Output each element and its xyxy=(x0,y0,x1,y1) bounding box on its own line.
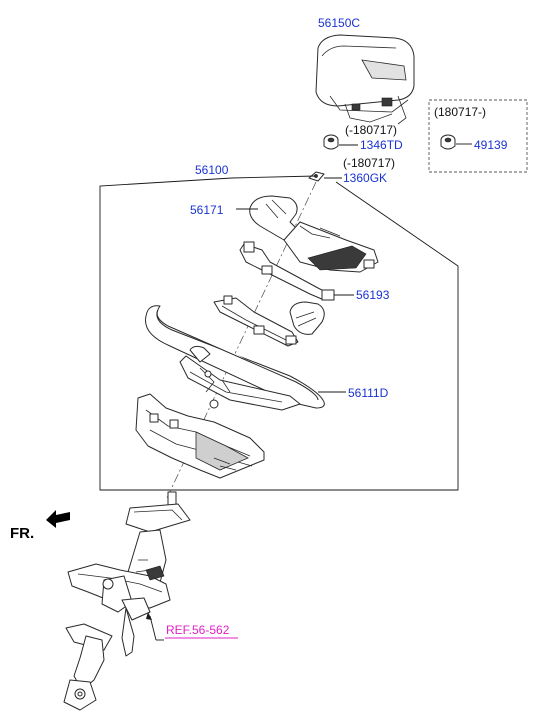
label-steering-wheel-assy[interactable]: 56100 xyxy=(195,163,229,177)
front-direction-label: FR. xyxy=(10,525,34,542)
bracket-drawing[interactable] xyxy=(213,289,335,347)
front-arrow-icon xyxy=(46,510,70,528)
nut-49139-drawing[interactable] xyxy=(440,134,456,150)
label-nut-49139[interactable]: 49139 xyxy=(474,138,508,152)
label-airbag-module[interactable]: 56150C xyxy=(318,16,360,30)
airbag-module-drawing[interactable] xyxy=(315,34,415,125)
label-steering-wheel-body[interactable]: 56111D xyxy=(348,386,389,400)
column-cover-drawing[interactable] xyxy=(135,393,265,479)
note-date-49139: (180717-) xyxy=(434,105,486,119)
steering-wheel-drawing[interactable] xyxy=(145,305,325,411)
label-bracket[interactable]: 56193 xyxy=(356,288,390,302)
note-date-1346td: (-180717) xyxy=(345,123,397,137)
assembly-outline xyxy=(99,177,459,491)
steering-column-drawing[interactable] xyxy=(63,491,191,711)
note-date-1360gk: (-180717) xyxy=(343,156,395,170)
leader-ref-arrow xyxy=(149,615,157,641)
label-reference[interactable]: REF.56-562 xyxy=(166,623,230,637)
remote-cover-drawing[interactable] xyxy=(239,195,379,301)
label-remote-cover[interactable]: 56171 xyxy=(190,203,224,217)
nut-1346td-drawing[interactable] xyxy=(323,134,339,150)
assembly-outline-top xyxy=(231,175,317,179)
label-nut-1346td[interactable]: 1346TD xyxy=(360,138,403,152)
leader-ref-arrowhead xyxy=(146,612,152,620)
label-bolt-1360gk[interactable]: 1360GK xyxy=(343,171,387,185)
